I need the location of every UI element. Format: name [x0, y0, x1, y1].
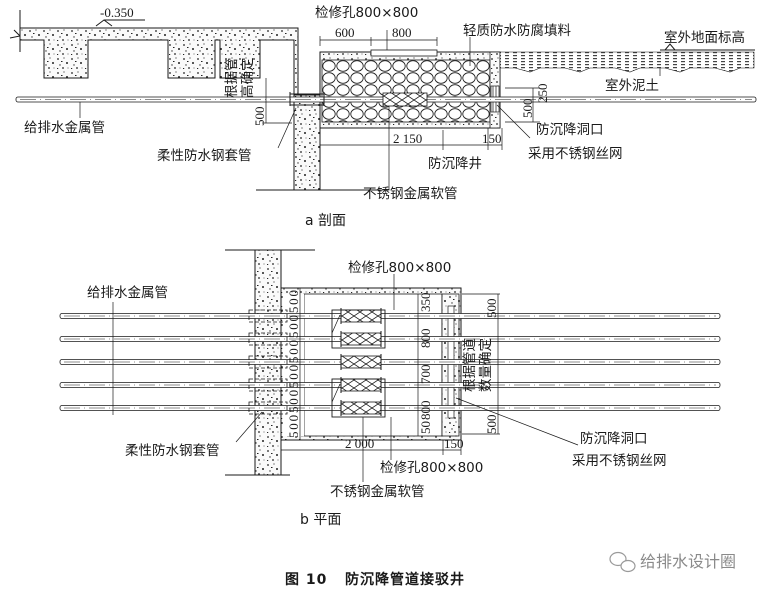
pipe-count-note-2: 数量确定 [478, 338, 494, 392]
dim-top [319, 36, 438, 46]
plan-inspection-hole-bottom-label: 检修孔800×800 [380, 460, 483, 476]
plan-bottom-dim-line [281, 440, 462, 455]
plan-pipes [59, 308, 721, 416]
inspection-hole-diagonals [331, 314, 341, 403]
flexible-sleeve-section [289, 92, 325, 106]
plan-opening-label-1: 防沉降洞口 [580, 431, 648, 447]
plan-metal-pipe-label: 给排水金属管 [87, 285, 168, 301]
dim-800: 800 [392, 25, 412, 40]
watermark-text: 给排水设计圈 [640, 552, 736, 571]
plan-stainless-hose [340, 355, 382, 369]
building-slab [19, 27, 321, 191]
plan-dim-2000: 2 000 [345, 436, 374, 451]
opening-leader [496, 104, 531, 139]
outdoor-soil-label: 室外泥土 [605, 77, 659, 94]
plan-flexible-sleeve [248, 309, 288, 323]
section-view: -0.350 室外地面标高 室外泥土 600 800 检修孔800×800 轻质… [9, 5, 757, 229]
dim-500-right: 500 [520, 99, 535, 119]
dim-500-left-label: 500 [252, 107, 267, 127]
plan-stainless-hose-label: 不锈钢金属软管 [330, 484, 425, 500]
plan-subtitle: b 平面 [300, 512, 341, 528]
plan-hose-flanges [340, 331, 382, 347]
plan-stainless-hose [340, 378, 382, 392]
plan-flexible-sleeve [248, 332, 288, 346]
dim-250-500 [505, 87, 540, 123]
elevation-label: -0.350 [100, 5, 134, 20]
plan-outer-dim-line [462, 293, 500, 435]
dim-2150: 2 150 [393, 131, 422, 146]
plan-flexible-sleeve-label: 柔性防水钢套管 [125, 443, 220, 459]
plan-dim-350: 350 [418, 293, 433, 313]
pipe-elev-note-2: 高确定 [239, 58, 256, 99]
metal-pipe-label: 给排水金属管 [24, 120, 105, 136]
stainless-hose-section [382, 92, 428, 107]
outdoor-grade-label: 室外地面标高 [664, 29, 745, 46]
filler-material [321, 59, 491, 123]
settlement-well-label: 防沉降井 [428, 156, 482, 172]
filler-label: 轻质防水防腐填料 [463, 23, 571, 39]
plan-left-dim-chain: 500500500500500500 [286, 290, 301, 438]
building-wall [293, 94, 321, 191]
plan-dim-150: 150 [444, 436, 464, 451]
plan-dim-800a: 800 [418, 329, 433, 349]
plan-dim-700: 700 [418, 365, 433, 385]
dim-150-section: 150 [482, 131, 502, 146]
dim-600: 600 [335, 25, 355, 40]
grade-marker [664, 43, 676, 51]
outdoor-soil [499, 51, 755, 73]
pipe-count-note-1: 根据管道 [462, 338, 478, 392]
plan-stainless-hose [340, 401, 382, 415]
plan-inspection-hole-top-label: 检修孔800×800 [348, 260, 451, 276]
plan-sleeve-leader [235, 411, 263, 443]
dim-250: 250 [535, 84, 550, 104]
plan-hose-flanges [340, 308, 382, 324]
sleeve-leader [277, 107, 297, 149]
plan-opening-leader [455, 397, 579, 446]
wechat-icon [609, 551, 636, 573]
plan-dim-500-bottom: 500 [484, 415, 499, 435]
opening-label-2: 采用不锈钢丝网 [528, 146, 623, 162]
plan-hose-flanges [340, 400, 382, 416]
inspection-hole-plan-top [331, 309, 386, 349]
figure-number: 图 10 [285, 572, 327, 588]
hose-leader [350, 106, 390, 191]
opening-label-1: 防沉降洞口 [536, 122, 604, 138]
plan-flexible-sleeve [248, 355, 288, 369]
inspection-hole-label: 检修孔800×800 [315, 5, 418, 21]
plan-flexible-sleeve [248, 401, 288, 415]
pipe-elev-note-1: 根据管 [224, 58, 240, 99]
figure-title: 防沉降管道接驳井 [345, 571, 465, 588]
plan-break-lines [225, 249, 315, 476]
inspection-hole-plan-bottom [331, 378, 386, 418]
plan-flexible-sleeve [248, 378, 288, 392]
dim-500-left [262, 78, 292, 124]
plan-dim-50: 50 [418, 421, 433, 434]
plan-stainless-hose [340, 332, 382, 346]
plan-opening-label-2: 采用不锈钢丝网 [572, 453, 667, 469]
section-subtitle: a 剖面 [305, 213, 346, 229]
plan-stainless-hose [340, 309, 382, 323]
plan-hose-flanges [340, 354, 382, 370]
inspection-hole-section [370, 49, 438, 57]
flexible-sleeve-label: 柔性防水钢套管 [157, 148, 252, 164]
plan-dim-500-top: 500 [484, 299, 499, 319]
elevation-marker [95, 19, 145, 27]
plan-hose-flanges [340, 377, 382, 393]
plan-well-left-gap [283, 294, 304, 436]
dim-bottom [320, 128, 503, 150]
plan-dim-800b: 800 [418, 401, 433, 421]
stainless-hose-label: 不锈钢金属软管 [363, 186, 458, 202]
break-line [9, 10, 22, 52]
plan-view: 500500500500500500 350 800 700 800 50 50… [59, 249, 721, 528]
